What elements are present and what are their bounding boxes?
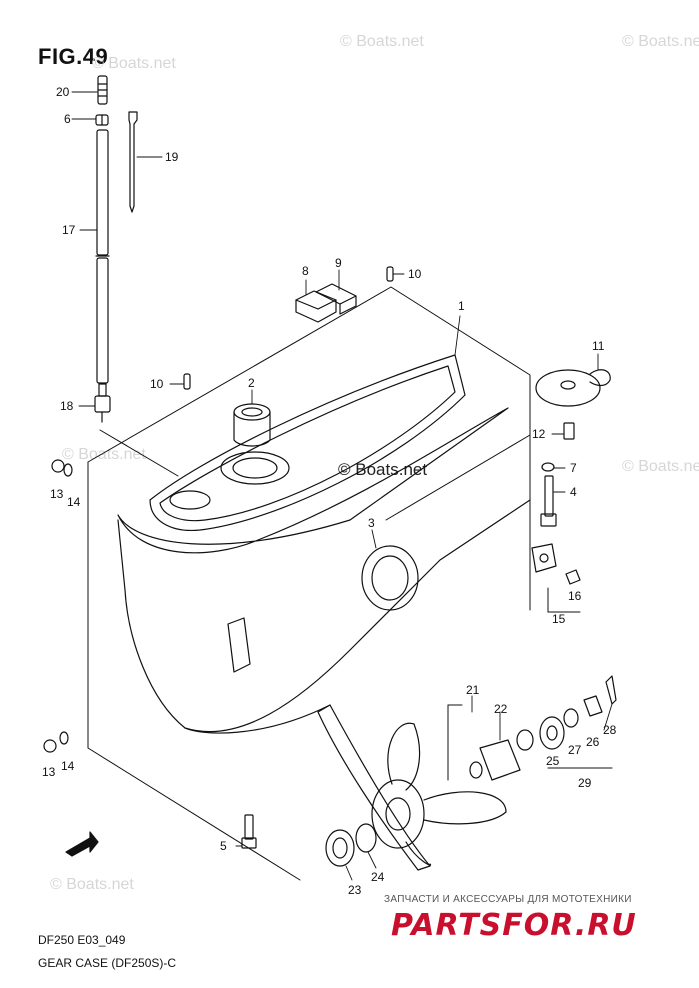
callout-7: 7 <box>570 461 577 475</box>
callout-21: 21 <box>466 683 480 697</box>
part-8-9-anode <box>295 283 357 323</box>
leader-lines <box>71 91 613 881</box>
callout-24: 24 <box>371 870 385 884</box>
propeller <box>371 722 507 866</box>
callout-15: 15 <box>552 612 566 626</box>
part-23-24-spacer <box>325 823 377 867</box>
callout-19: 19 <box>165 150 179 164</box>
callout-17: 17 <box>62 223 76 237</box>
part-11-anode-plate <box>535 369 611 407</box>
callout-2: 2 <box>248 376 255 390</box>
callout-3: 3 <box>368 516 375 530</box>
part-21-22-bushing <box>447 704 534 781</box>
shop-tagline: ЗАПЧАСТИ И АКСЕССУАРЫ ДЛЯ МОТОТЕХНИКИ <box>384 894 632 905</box>
part-10-pin <box>183 266 394 390</box>
callout-13: 13 <box>50 487 64 501</box>
part-19-cable-tie <box>128 111 138 213</box>
callout-12: 12 <box>532 427 546 441</box>
watermark: © Boats.net <box>622 33 699 50</box>
part-5-bolt <box>241 814 257 849</box>
callout-18: 18 <box>60 399 74 413</box>
diagram-caption: GEAR CASE (DF250S)-C <box>38 956 177 970</box>
part-7-washer <box>541 462 555 472</box>
callout-4: 4 <box>570 485 577 499</box>
callout-11: 11 <box>592 339 605 353</box>
part-28-cotter-pin <box>605 675 617 705</box>
part-6-nut <box>95 114 109 126</box>
shop-logo[interactable]: PARTSFOR.RU <box>391 908 637 943</box>
callout-9: 9 <box>335 256 342 270</box>
callout-10: 10 <box>408 267 422 281</box>
callout-13b: 13 <box>42 765 56 779</box>
callout-5: 5 <box>220 839 227 853</box>
callout-1: 1 <box>458 299 465 313</box>
watermark-center: © Boats.net <box>338 460 428 479</box>
callout-29: 29 <box>578 776 592 790</box>
callout-10b: 10 <box>150 377 164 391</box>
callout-28: 28 <box>603 723 617 737</box>
fwd-arrow-icon <box>65 831 99 857</box>
callout-23: 23 <box>348 883 362 897</box>
watermark: © Boats.net <box>622 458 699 475</box>
watermark: © Boats.net <box>92 55 176 72</box>
part-12-bolt <box>563 422 575 440</box>
watermark: © Boats.net <box>340 33 424 50</box>
watermark: © Boats.net <box>50 876 134 893</box>
callout-26: 26 <box>586 735 600 749</box>
part-25-27-washers <box>539 695 613 769</box>
callout-14b: 14 <box>61 759 75 773</box>
figure-title: FIG.49 <box>38 44 109 69</box>
part-13-14-nut-washer <box>43 459 73 753</box>
model-code: DF250 E03_049 <box>38 933 126 947</box>
callout-25: 25 <box>546 754 560 768</box>
callout-22: 22 <box>494 702 508 716</box>
part-17-shaft <box>95 129 110 384</box>
callout-27: 27 <box>568 743 582 757</box>
callout-16: 16 <box>568 589 582 603</box>
watermark: © Boats.net <box>62 446 146 463</box>
part-18-fitting <box>94 383 111 423</box>
callout-8: 8 <box>302 264 309 278</box>
part-15-16-anode <box>531 543 581 613</box>
callout-6: 6 <box>64 112 71 126</box>
part-20-plug <box>97 75 108 105</box>
part-4-bolt <box>540 475 557 527</box>
callout-20: 20 <box>56 85 70 99</box>
part-1-gear-case <box>87 286 531 881</box>
callout-14: 14 <box>67 495 81 509</box>
